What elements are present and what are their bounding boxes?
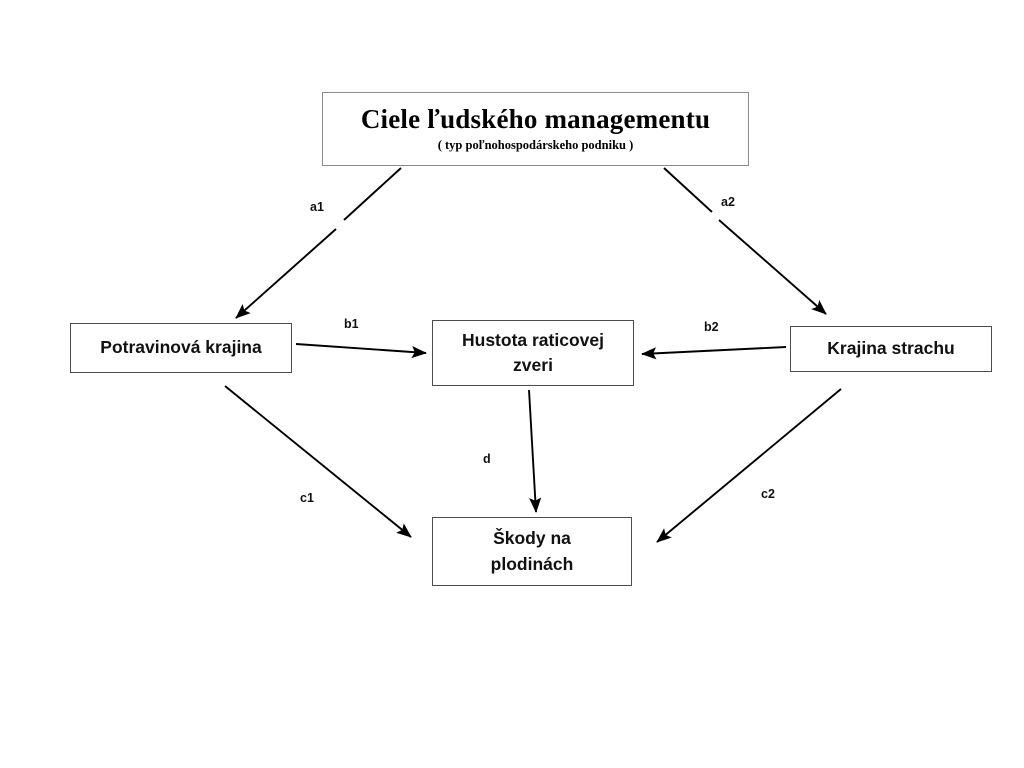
edge-label-a2: a2 [721,195,735,209]
node-crop-damage[interactable]: Škody na plodinách [432,517,632,586]
node-landscape-of-fear-label: Krajina strachu [827,338,955,359]
node-ungulate-density-line2: zveri [513,355,553,375]
node-ungulate-density-line1: Hustota raticovej [462,329,604,350]
node-goals[interactable]: Ciele ľudského managementu ( typ poľnoho… [322,92,749,166]
edge-b2 [641,346,787,360]
node-crop-damage-line1: Škody na [493,528,571,549]
node-crop-damage-line2: plodinách [490,553,574,574]
node-crop-damage-label: Škody na plodinách [485,526,580,577]
edge-label-b2: b2 [704,320,719,334]
edge-b1 [295,343,427,359]
edge-d [528,389,542,513]
edge-c1 [224,385,412,538]
node-ungulate-density-label: Hustota raticovej zveri [456,328,610,379]
edge-c2 [656,388,842,543]
node-landscape-of-fear[interactable]: Krajina strachu [790,326,992,372]
edge-label-d: d [483,452,491,466]
edge-a2 [663,167,827,315]
edge-label-a1: a1 [310,200,324,214]
node-goals-title: Ciele ľudského managementu [360,104,711,135]
node-food-landscape[interactable]: Potravinová krajina [70,323,292,373]
node-food-landscape-label: Potravinová krajina [100,337,262,358]
edge-label-b1: b1 [344,317,359,331]
edge-a1 [235,167,402,319]
node-goals-subtitle: ( typ poľnohospodárskeho podniku ) [437,137,634,152]
node-ungulate-density[interactable]: Hustota raticovej zveri [432,320,634,386]
edge-label-c1: c1 [300,491,314,505]
edge-label-c2: c2 [761,487,775,501]
